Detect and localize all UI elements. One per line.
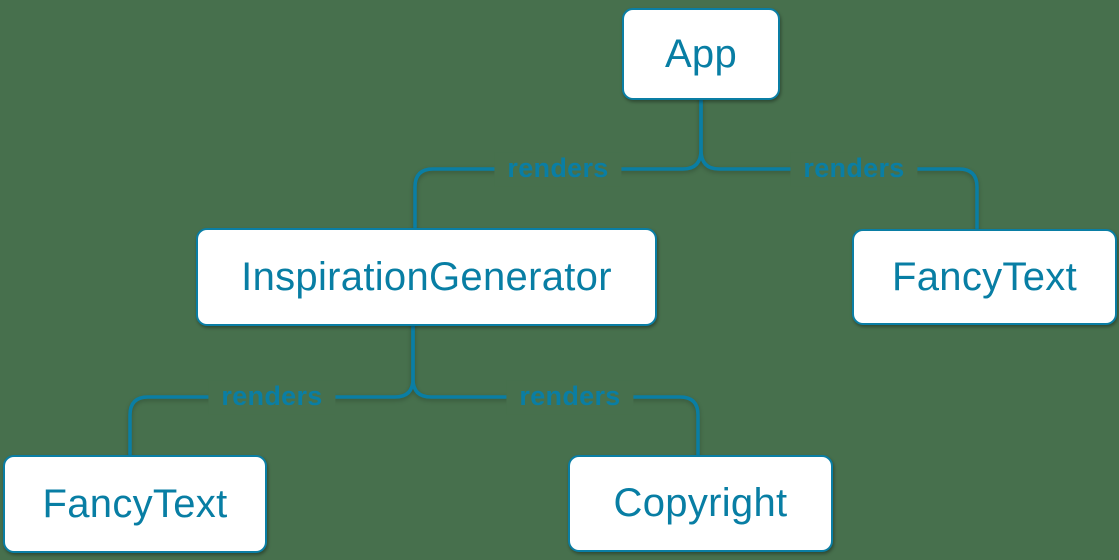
edge-label-inspirationgenerator-copyright: renders [506,380,634,414]
edge-label-app-fancytext: renders [790,152,918,186]
edge-label-inspirationgenerator-fancytext: renders [208,380,336,414]
node-fancy-text-bottom-label: FancyText [42,481,228,526]
node-inspiration-generator: InspirationGenerator [196,228,657,326]
node-app: App [622,8,780,100]
node-fancy-text-top-label: FancyText [892,254,1077,299]
node-app-label: App [664,31,738,76]
node-copyright: Copyright [568,455,833,552]
edge-label-app-inspirationgenerator: renders [494,152,622,186]
node-copyright-label: Copyright [613,481,788,525]
node-fancy-text-bottom: FancyText [3,455,267,553]
node-inspiration-generator-label: InspirationGenerator [241,254,612,299]
node-fancy-text-top: FancyText [852,229,1117,325]
